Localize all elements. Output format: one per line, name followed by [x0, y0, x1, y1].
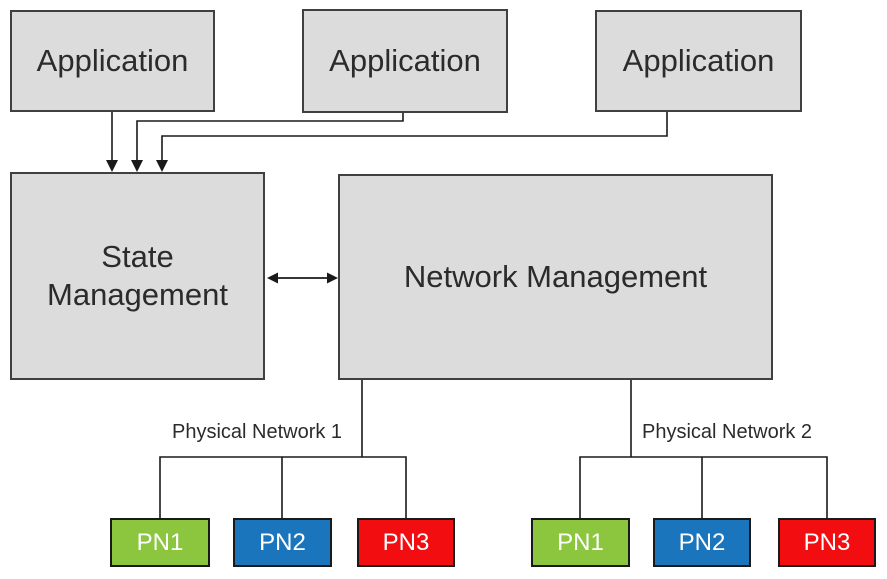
arrow-down-icon: [131, 160, 143, 172]
arrow-right-icon: [327, 272, 338, 284]
pn-node-group2-pn3: PN3: [778, 518, 876, 567]
state-line2: Management: [47, 277, 228, 312]
pn-node-label: PN2: [259, 528, 306, 556]
application-label: Application: [329, 43, 481, 79]
pn-node-group2-pn2: PN2: [653, 518, 751, 567]
pn-node-label: PN3: [803, 528, 851, 556]
network-management-label: Network Management: [403, 259, 708, 295]
pn-node-label: PN2: [678, 528, 726, 556]
pn-node-label: PN1: [557, 528, 604, 556]
application-box-2: Application: [302, 9, 508, 113]
pn-node-group2-pn1: PN1: [531, 518, 630, 567]
connector-app3-to-state: [161, 112, 668, 161]
application-label: Application: [36, 43, 189, 79]
application-box-1: Application: [10, 10, 215, 112]
network-management-box: Network Management: [338, 174, 773, 380]
application-label: Application: [622, 43, 775, 79]
state-management-label: State Management: [47, 238, 228, 314]
arrow-down-icon: [106, 160, 118, 172]
connector-app2-to-state: [136, 113, 404, 161]
pn-node-group1-pn3: PN3: [357, 518, 455, 567]
pn-node-group1-pn2: PN2: [233, 518, 332, 567]
pn1-bus: [159, 456, 407, 518]
state-line1: State: [101, 239, 174, 275]
state-management-box: State Management: [10, 172, 265, 380]
pn-node-label: PN3: [382, 528, 430, 556]
arrow-down-icon: [156, 160, 168, 172]
pn2-bus: [579, 456, 828, 518]
physical-network-1-label: Physical Network 1: [172, 421, 343, 443]
arrow-left-icon: [267, 272, 278, 284]
physical-network-2-label: Physical Network 2: [642, 421, 813, 443]
pn-node-group1-pn1: PN1: [110, 518, 210, 567]
pn-node-label: PN1: [136, 528, 184, 556]
application-box-3: Application: [595, 10, 802, 112]
